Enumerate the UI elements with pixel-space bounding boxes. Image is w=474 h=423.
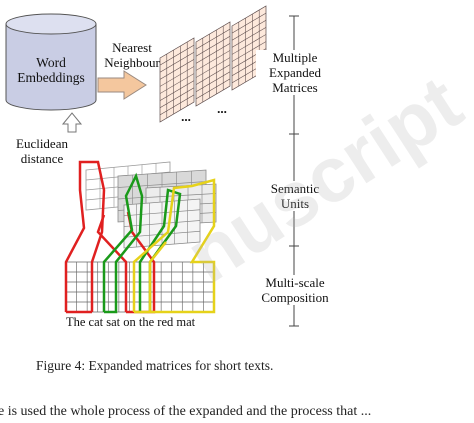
matrix-3-row-line [231, 19, 267, 41]
composition-network [64, 160, 217, 314]
red-region-a [64, 160, 106, 312]
matrix-1-row-line [159, 73, 195, 94]
semantic-grid-4-row-line [123, 209, 201, 217]
matrix-2-row-line [195, 71, 231, 93]
word-embeddings-database [5, 13, 97, 111]
stage-composition-line1: Multi-scale [265, 275, 325, 290]
matrix-1-row-line [159, 51, 195, 73]
db-label-line1: Word [36, 55, 66, 70]
nearest-neighbour-arrow [97, 70, 147, 100]
sentence-words: The cat sat on the red mat [66, 315, 196, 329]
matrix-2-row-line [195, 50, 231, 71]
matrix-2-row-line [195, 43, 231, 64]
stage-semantic-line1: Semantic [270, 181, 320, 196]
body-text-fragment: e is used the whole process of the expan… [0, 404, 372, 419]
matrix-2-row-line [195, 28, 231, 50]
matrix-1-row-line [159, 94, 195, 116]
figure-caption: Figure 4: Expanded matrices for short te… [36, 358, 274, 373]
stage-expanded-line1: Multiple [272, 50, 318, 65]
stage-expanded-line3: Matrices [272, 80, 318, 95]
matrix-2-row-line [195, 57, 231, 78]
matrix-2-row-line [195, 64, 231, 85]
euclid-label-line2: distance [20, 151, 64, 166]
nn-label-line1: Nearest [112, 40, 152, 55]
euclid-label: Euclidean distance [2, 136, 82, 166]
ellipsis-2: ... [217, 101, 227, 116]
matrix-2-frame [195, 21, 231, 107]
stage-composition-label: Multi-scale Composition [250, 275, 340, 305]
matrix-2 [195, 21, 231, 107]
matrix-1 [159, 37, 195, 123]
matrix-1-row-line [159, 44, 195, 66]
semantic-grid-4-row-line [123, 220, 201, 227]
semantic-grid-4 [123, 198, 201, 249]
nn-label: Nearest Neighbour [92, 40, 172, 70]
nn-label-line2: Neighbour [104, 55, 160, 70]
semantic-grid-2-row-line [117, 181, 207, 188]
stage-composition-line2: Composition [261, 290, 329, 305]
matrix-1-row-line [159, 59, 195, 80]
matrix-2-row-line [195, 35, 231, 57]
matrix-3-row-line [231, 27, 267, 48]
euclidean-up-arrow [61, 112, 83, 133]
stage-expanded-line2: Expanded [269, 65, 321, 80]
matrix-2-row-line [195, 78, 231, 100]
red-region-b [96, 214, 128, 312]
expanded-matrices [159, 5, 267, 123]
yellow-region-inner [148, 241, 167, 312]
matrix-1-row-line [159, 80, 195, 101]
matrix-3-row-line [231, 34, 267, 55]
ellipsis-1: ... [181, 109, 191, 124]
yellow-region [132, 178, 216, 314]
stage-semantic-line2: Units [280, 196, 310, 211]
green-region-a [102, 172, 144, 314]
matrix-1-row-line [159, 66, 195, 87]
euclid-label-line1: Euclidean [16, 136, 68, 151]
matrix-3-row-line [231, 41, 267, 62]
db-label-line2: Embeddings [17, 70, 85, 85]
db-label: Word Embeddings [6, 55, 96, 85]
matrix-3-row-line [231, 12, 267, 34]
matrix-1-row-line [159, 87, 195, 109]
stage-expanded-label: Multiple Expanded Matrices [256, 50, 334, 95]
stage-semantic-label: Semantic Units [256, 181, 334, 211]
